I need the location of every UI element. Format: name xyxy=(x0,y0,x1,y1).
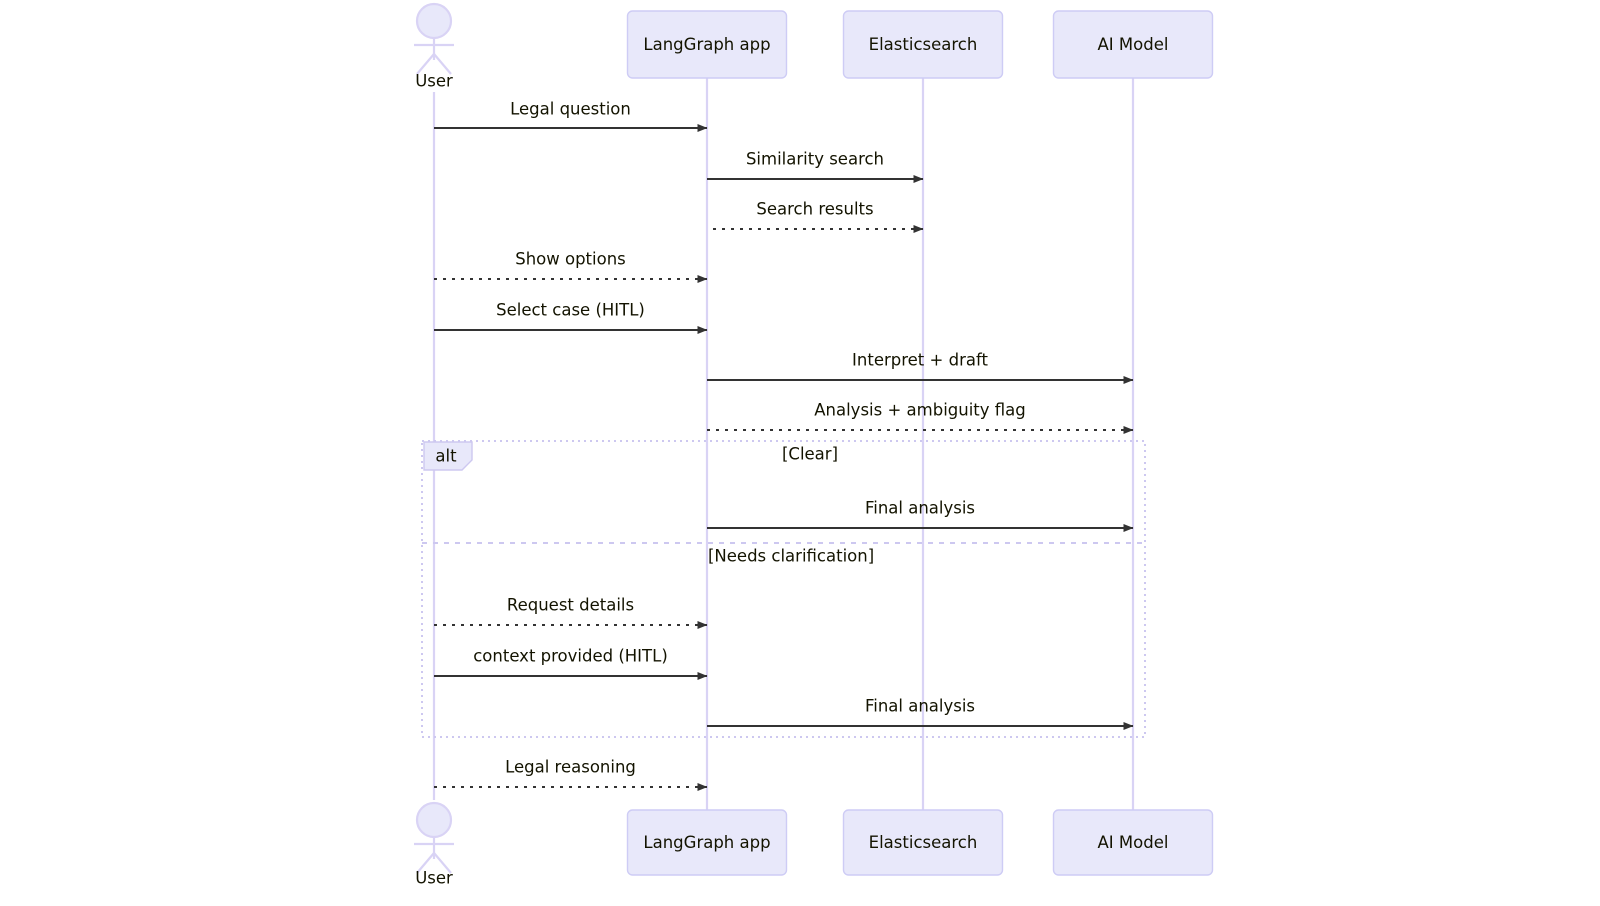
participant-box-shape xyxy=(842,10,1004,79)
message-label-11: Legal reasoning xyxy=(505,758,636,777)
alt-operator-tag xyxy=(423,441,473,471)
participant-box-shape xyxy=(1052,809,1214,876)
message-label-0: Legal question xyxy=(510,100,631,119)
message-label-5: Interpret + draft xyxy=(852,351,988,370)
actor-label-user: User xyxy=(415,72,453,91)
participant-label-app: LangGraph app xyxy=(643,833,770,852)
participant-label-ai: AI Model xyxy=(1098,833,1169,852)
message-label-4: Select case (HITL) xyxy=(496,301,645,320)
participant-label-app: LangGraph app xyxy=(643,35,770,54)
actor-user-bottom: User xyxy=(414,801,454,888)
message-label-10: Final analysis xyxy=(865,697,975,716)
message-label-3: Show options xyxy=(515,250,626,269)
alt-branch-condition-1: [Needs clarification] xyxy=(708,547,874,566)
actor-head-icon xyxy=(415,2,453,40)
participants-bottom-group: User LangGraph app Elasticsearch AI Model xyxy=(414,801,1214,888)
participants-top-group: User LangGraph app Elasticsearch AI Model xyxy=(414,2,1214,91)
actor-user-top: User xyxy=(414,2,454,91)
alt-fragment-frame xyxy=(421,440,1146,738)
participant-es-top[interactable]: Elasticsearch xyxy=(842,10,1004,79)
actor-legs xyxy=(416,52,452,75)
participant-box-shape xyxy=(842,809,1004,876)
actor-legs xyxy=(416,851,452,874)
participant-ai-bottom[interactable]: AI Model xyxy=(1052,809,1214,876)
alt-operator-label: alt xyxy=(435,447,457,466)
participant-box-shape xyxy=(626,809,788,876)
fragments-group: alt [Clear] [Needs clarification] xyxy=(421,440,1146,738)
participant-ai-top[interactable]: AI Model xyxy=(1052,10,1214,79)
message-label-8: Request details xyxy=(507,596,634,615)
message-label-7: Final analysis xyxy=(865,499,975,518)
participant-box-shape xyxy=(1052,10,1214,79)
participant-label-es: Elasticsearch xyxy=(869,833,978,852)
participant-app-bottom[interactable]: LangGraph app xyxy=(626,809,788,876)
participant-app-top[interactable]: LangGraph app xyxy=(626,10,788,79)
message-label-2: Search results xyxy=(756,200,873,219)
participant-box-shape xyxy=(626,10,788,79)
message-label-1: Similarity search xyxy=(746,150,884,169)
participant-label-ai: AI Model xyxy=(1098,35,1169,54)
message-label-6: Analysis + ambiguity flag xyxy=(814,401,1026,420)
alt-branch-condition-0: [Clear] xyxy=(782,445,838,464)
actor-label-user: User xyxy=(415,869,453,888)
participant-label-es: Elasticsearch xyxy=(869,35,978,54)
message-label-9: context provided (HITL) xyxy=(473,647,668,666)
participant-es-bottom[interactable]: Elasticsearch xyxy=(842,809,1004,876)
actor-head-icon xyxy=(415,801,453,839)
